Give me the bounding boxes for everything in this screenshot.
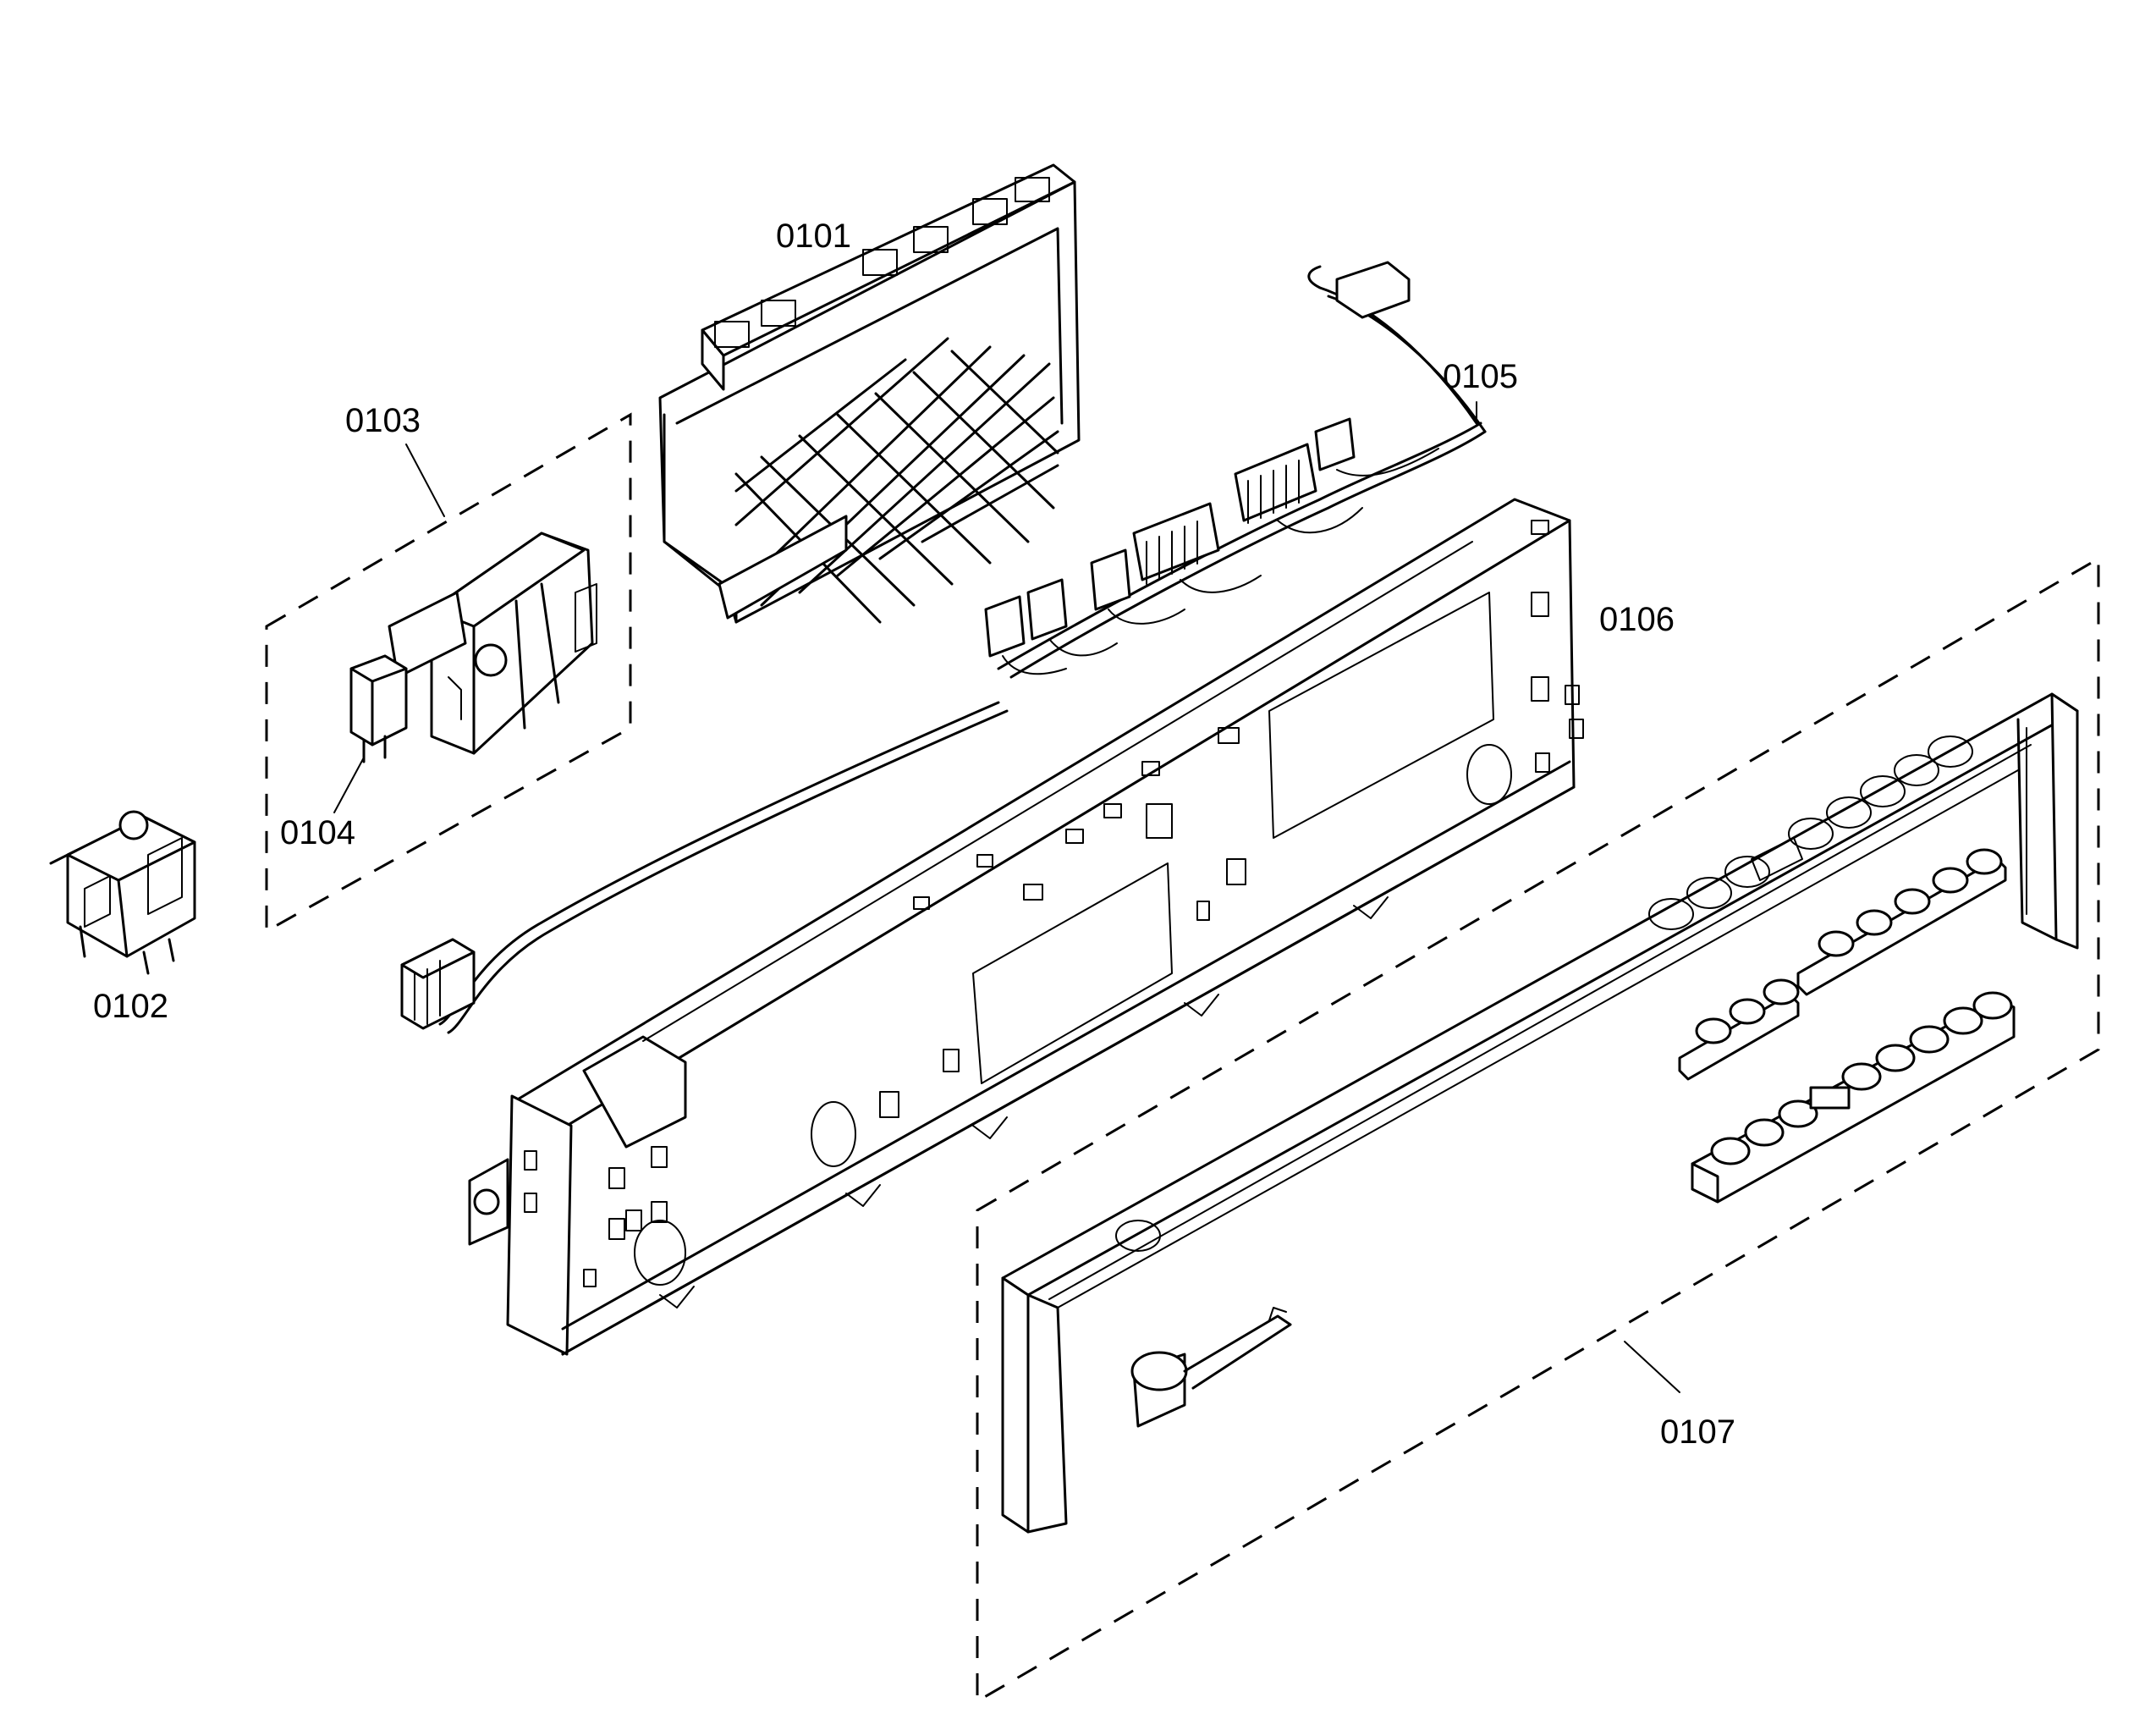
callout-0107: 0107 (1660, 1413, 1735, 1451)
group-box-0107 (976, 556, 2100, 1704)
button-caps-b (1818, 848, 2003, 957)
part-0106-control-panel-frame[interactable] (468, 498, 1584, 1356)
part-0102-valve[interactable] (49, 810, 196, 975)
leader-line-0104 (333, 757, 365, 813)
button-caps-c (1710, 991, 2013, 1165)
part-0107-control-fascia[interactable] (1001, 692, 2079, 1534)
callout-0102: 0102 (93, 988, 168, 1025)
callout-0104: 0104 (280, 814, 355, 851)
callout-0106: 0106 (1599, 601, 1675, 638)
callout-0105: 0105 (1443, 358, 1518, 395)
callout-0103: 0103 (345, 402, 421, 439)
leader-line-0103 (405, 444, 445, 517)
part-0105-wiring-harness[interactable] (400, 261, 1487, 1034)
group-box-0103 (265, 412, 632, 934)
part-0101-control-module[interactable] (658, 163, 1081, 624)
leader-line-0107 (1624, 1341, 1680, 1393)
callout-0101: 0101 (776, 218, 851, 255)
part-0103-door-lock[interactable] (388, 532, 597, 755)
part-0104-micro-switch[interactable] (349, 654, 408, 763)
button-caps-a (1695, 978, 1800, 1044)
